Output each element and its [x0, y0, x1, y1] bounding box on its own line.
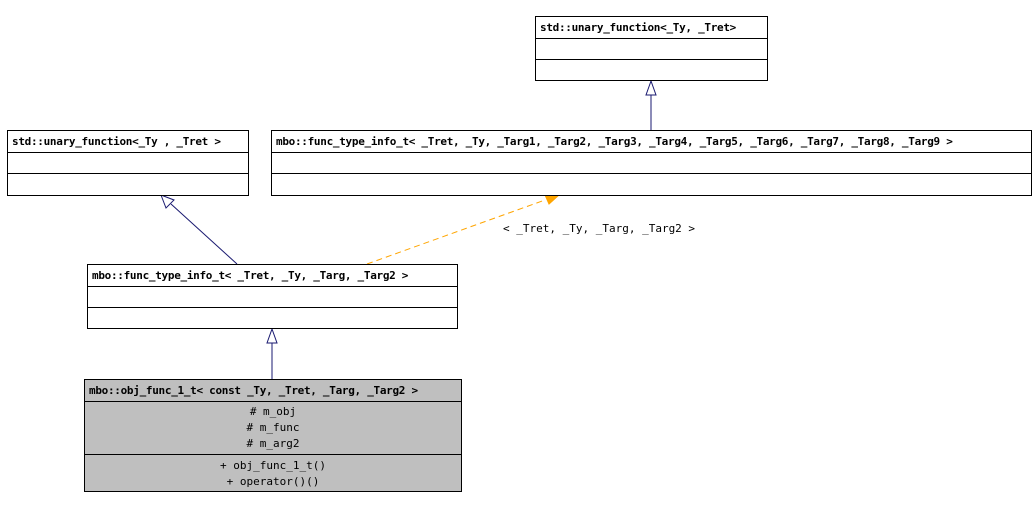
operation-constructor: + obj_func_1_t()	[220, 459, 326, 472]
attributes-section: # m_obj # m_func # m_arg2	[85, 401, 461, 454]
class-node-unary-function-left[interactable]: std::unary_function<_Ty , _Tret >	[7, 130, 249, 196]
attribute-m-obj: # m_obj	[249, 405, 297, 418]
operations-section	[536, 59, 767, 80]
attributes-section	[88, 286, 457, 307]
class-node-func-type-info-full[interactable]: mbo::func_type_info_t< _Tret, _Ty, _Targ…	[271, 130, 1032, 196]
template-binding-label: < _Tret, _Ty, _Targ, _Targ2 >	[503, 222, 696, 235]
class-node-obj-func-1[interactable]: mbo::obj_func_1_t< const _Ty, _Tret, _Ta…	[84, 379, 462, 492]
inheritance-edge-unary-left	[160, 194, 238, 265]
class-title: mbo::func_type_info_t< _Tret, _Ty, _Targ…	[92, 269, 409, 282]
class-title: mbo::obj_func_1_t< const _Ty, _Tret, _Ta…	[89, 384, 418, 397]
class-title: std::unary_function<_Ty , _Tret >	[12, 135, 221, 148]
attributes-section	[536, 38, 767, 59]
attributes-section	[272, 152, 1031, 173]
operations-section	[272, 173, 1031, 194]
class-node-func-type-info-4[interactable]: mbo::func_type_info_t< _Tret, _Ty, _Targ…	[87, 264, 458, 329]
class-title: mbo::func_type_info_t< _Tret, _Ty, _Targ…	[276, 135, 953, 148]
attributes-section	[8, 152, 248, 173]
operations-section	[8, 173, 248, 194]
inheritance-edge-obj-func	[266, 327, 278, 379]
class-node-unary-function-top[interactable]: std::unary_function<_Ty, _Tret>	[535, 16, 768, 81]
operations-section	[88, 307, 457, 328]
class-title: std::unary_function<_Ty, _Tret>	[540, 21, 736, 34]
operation-call-operator: + operator()()	[226, 475, 320, 488]
attribute-m-arg2: # m_arg2	[246, 437, 300, 450]
inheritance-edge-unary-top	[645, 79, 657, 130]
operations-section: + obj_func_1_t() + operator()()	[85, 454, 461, 493]
attribute-m-func: # m_func	[246, 421, 300, 434]
